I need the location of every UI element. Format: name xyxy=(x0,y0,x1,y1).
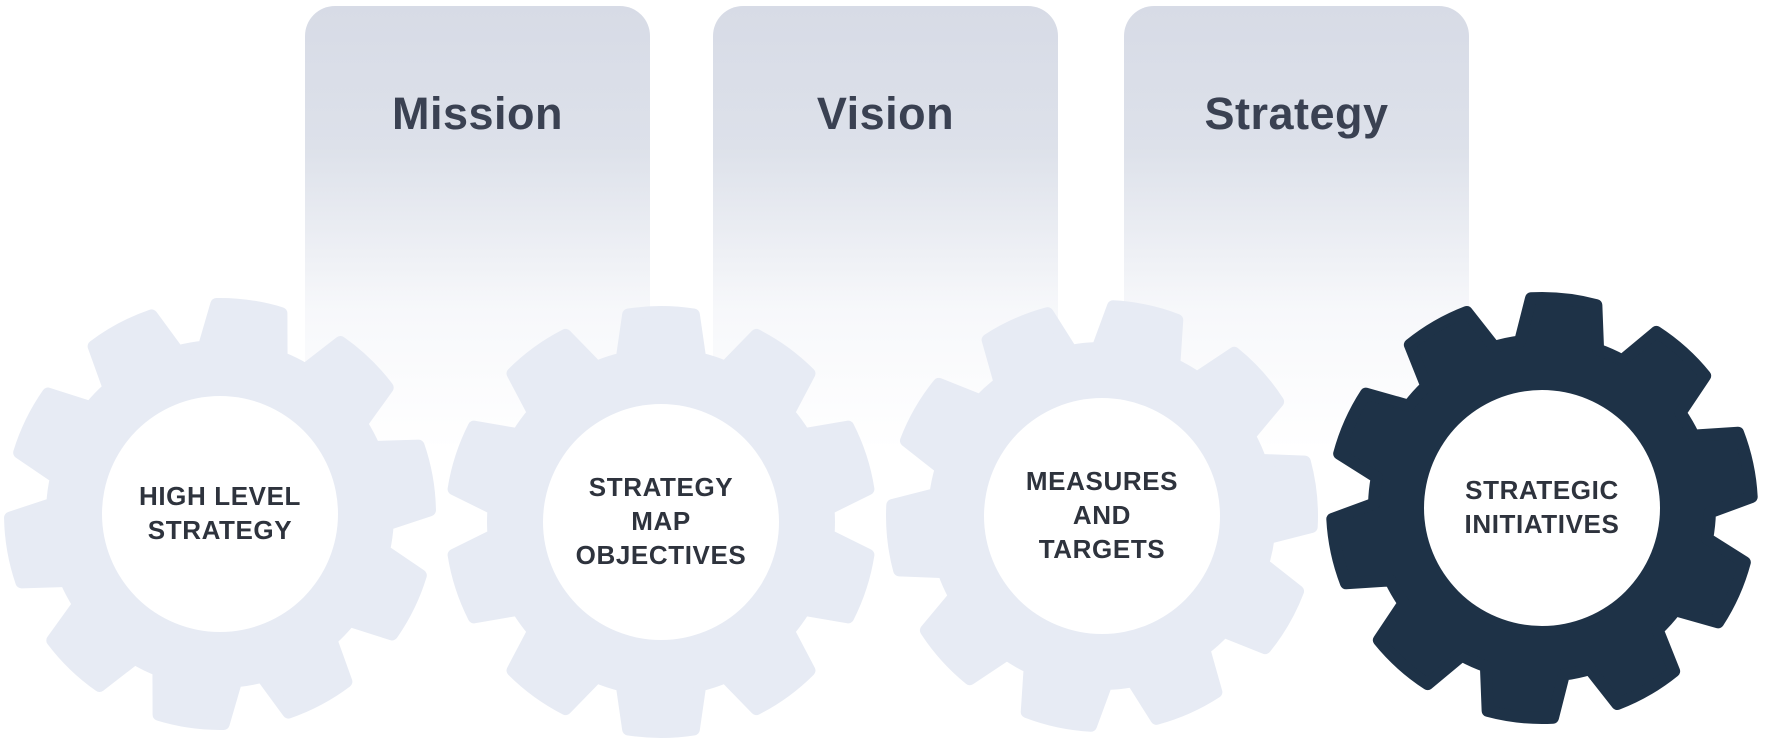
gear-hub xyxy=(984,398,1220,634)
gear-icon xyxy=(1326,292,1758,724)
gear-strategic-initiatives: STRATEGIC INITIATIVES xyxy=(1322,288,1762,728)
gear-measures-and-targets: MEASURES AND TARGETS xyxy=(882,296,1322,736)
gear-label: MEASURES AND TARGETS xyxy=(1025,466,1179,564)
gear-hub xyxy=(543,404,779,640)
gear-high-level-strategy: HIGH LEVEL STRATEGY xyxy=(0,294,440,734)
gear-label: STRATEGIC INITIATIVES xyxy=(1464,475,1620,539)
strategy-card-title: Strategy xyxy=(1204,88,1389,139)
gear-label: STRATEGY MAP OBJECTIVES xyxy=(575,472,747,570)
gear-icon xyxy=(886,300,1318,732)
gear-hub xyxy=(102,396,338,632)
gear-icon xyxy=(4,298,436,730)
mission-card-title: Mission xyxy=(391,88,564,139)
gear-icon xyxy=(447,306,875,738)
gear-label: HIGH LEVEL STRATEGY xyxy=(138,481,301,545)
gear-hub xyxy=(1424,390,1660,626)
gear-strategy-map-objectives: STRATEGY MAP OBJECTIVES xyxy=(441,302,881,742)
vision-card-title: Vision xyxy=(816,88,955,139)
